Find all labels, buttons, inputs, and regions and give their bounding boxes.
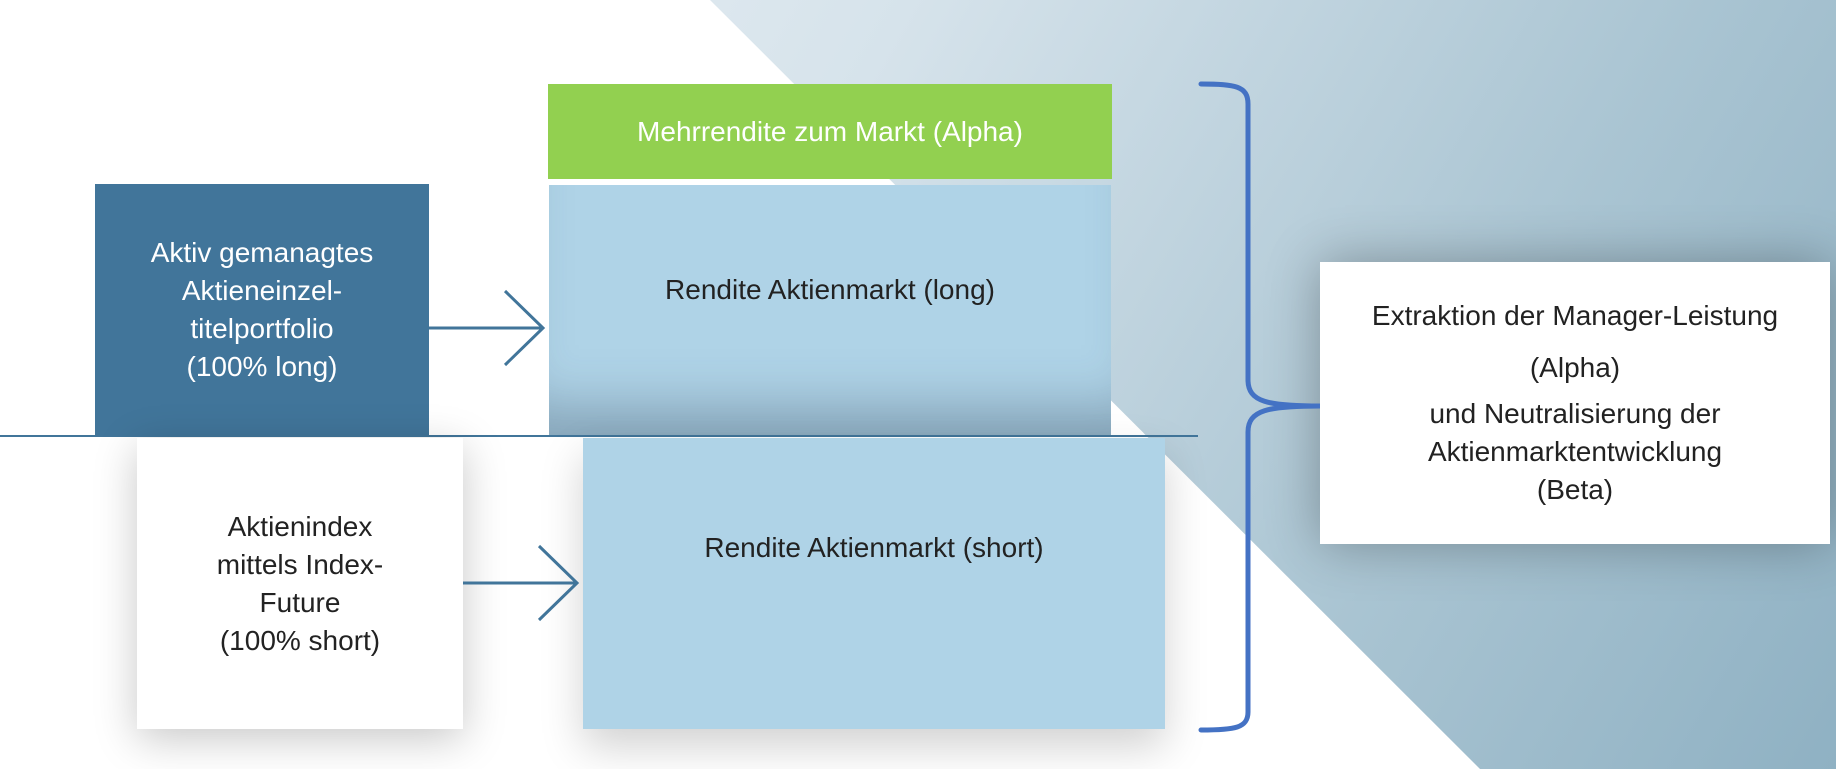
result-box: Extraktion der Manager-Leistung (Alpha) … [1320,262,1830,544]
result-line-3: und Neutralisierung der Aktienmarktentwi… [1427,398,1723,505]
result-line-2: (Alpha) [1529,352,1621,383]
portfolio-label: Aktiv gemanagtes Aktieneinzel- titelport… [150,237,374,382]
index-future-box: Aktienindex mittels Index- Future (100% … [137,438,463,729]
alpha-label: Mehrrendite zum Markt (Alpha) [637,115,1023,147]
market-return-short-label: Rendite Aktienmarkt (short) [704,532,1044,563]
alpha-box: Mehrrendite zum Markt (Alpha) [548,84,1112,179]
market-return-long-box: Rendite Aktienmarkt (long) [549,185,1111,435]
result-line-1: Extraktion der Manager-Leistung [1371,300,1779,331]
market-return-long-label: Rendite Aktienmarkt (long) [665,274,995,305]
portfolio-box: Aktiv gemanagtes Aktieneinzel- titelport… [95,184,429,436]
index-future-label: Aktienindex mittels Index- Future (100% … [216,510,384,656]
arrow-long [429,289,546,367]
arrow-short [463,544,580,622]
market-return-short-box: Rendite Aktienmarkt (short) [583,438,1165,729]
divider-line [0,435,1198,437]
